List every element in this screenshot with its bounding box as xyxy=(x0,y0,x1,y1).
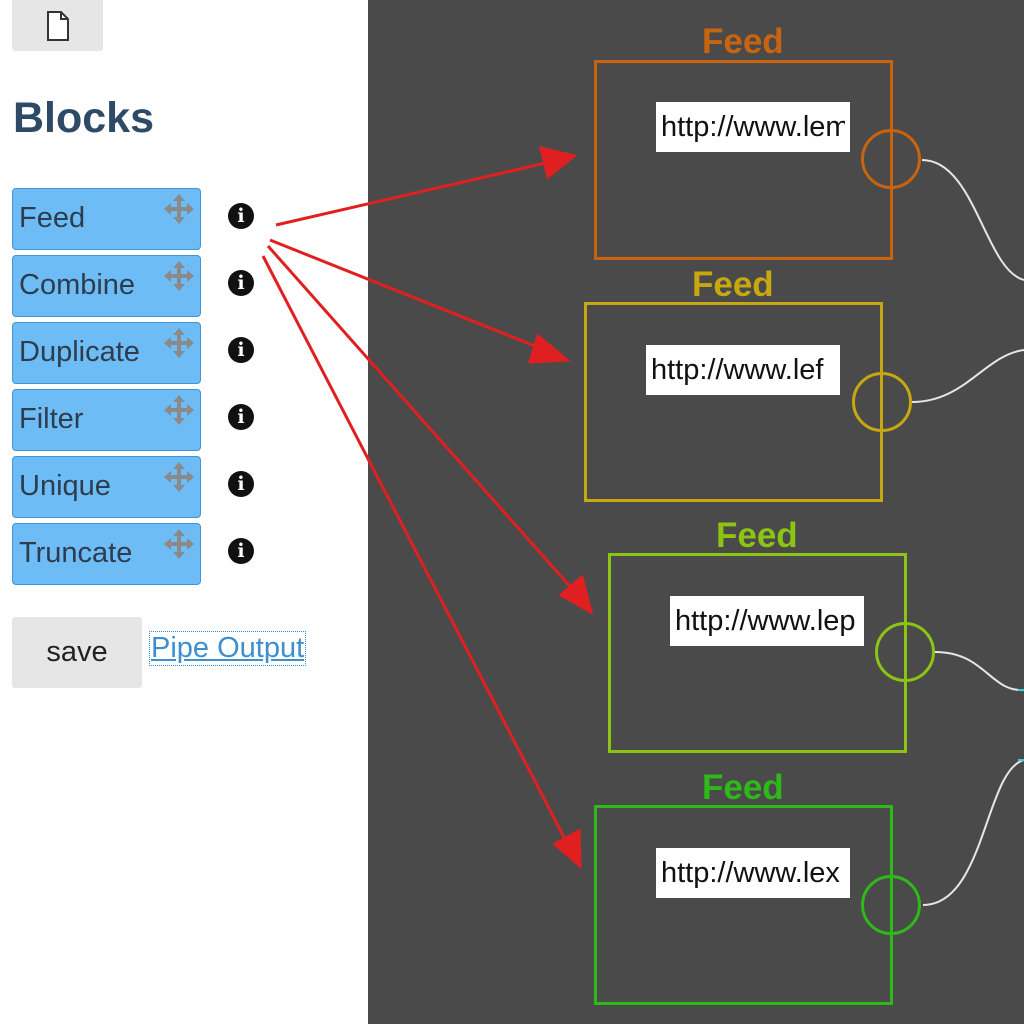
file-icon xyxy=(46,10,69,41)
block-label: Filter xyxy=(19,403,84,435)
feed-url-input[interactable] xyxy=(646,345,840,395)
node-title: Feed xyxy=(702,768,784,807)
output-port[interactable] xyxy=(852,372,912,432)
feed-url-input[interactable] xyxy=(656,102,850,152)
blocks-heading: Blocks xyxy=(13,94,155,142)
move-icon[interactable] xyxy=(164,194,194,224)
info-icon[interactable]: i xyxy=(228,270,254,296)
node-title: Feed xyxy=(692,265,774,304)
info-icon[interactable]: i xyxy=(228,337,254,363)
info-icon[interactable]: i xyxy=(228,471,254,497)
info-icon[interactable]: i xyxy=(228,404,254,430)
feed-url-input[interactable] xyxy=(656,848,850,898)
block-duplicate[interactable]: Duplicate xyxy=(12,322,201,384)
block-label: Unique xyxy=(19,470,111,502)
node-title: Feed xyxy=(702,22,784,61)
save-button[interactable]: save xyxy=(12,617,142,688)
feed-node[interactable] xyxy=(584,302,883,502)
block-combine[interactable]: Combine xyxy=(12,255,201,317)
node-title: Feed xyxy=(716,516,798,555)
output-port[interactable] xyxy=(861,875,921,935)
block-filter[interactable]: Filter xyxy=(12,389,201,451)
block-feed[interactable]: Feed xyxy=(12,188,201,250)
pipe-canvas[interactable]: Feed Feed Feed Feed xyxy=(368,0,1024,1024)
pipe-output-link[interactable]: Pipe Output xyxy=(148,631,307,666)
block-label: Combine xyxy=(19,269,136,301)
block-label: Feed xyxy=(19,202,86,234)
block-unique[interactable]: Unique xyxy=(12,456,201,518)
output-port[interactable] xyxy=(861,129,921,189)
move-icon[interactable] xyxy=(164,529,194,559)
feed-node[interactable] xyxy=(594,805,893,1005)
output-port[interactable] xyxy=(875,622,935,682)
move-icon[interactable] xyxy=(164,395,194,425)
info-icon[interactable]: i xyxy=(228,203,254,229)
feed-node[interactable] xyxy=(594,60,893,260)
feed-url-input[interactable] xyxy=(670,596,864,646)
new-file-button[interactable] xyxy=(12,0,103,51)
info-icon[interactable]: i xyxy=(228,538,254,564)
move-icon[interactable] xyxy=(164,462,194,492)
block-label: Duplicate xyxy=(19,336,140,368)
blocks-sidebar: Blocks Feed i Combine i Duplicate i Filt… xyxy=(0,0,368,1024)
move-icon[interactable] xyxy=(164,261,194,291)
block-label: Truncate xyxy=(19,537,133,569)
block-truncate[interactable]: Truncate xyxy=(12,523,201,585)
move-icon[interactable] xyxy=(164,328,194,358)
feed-node[interactable] xyxy=(608,553,907,753)
